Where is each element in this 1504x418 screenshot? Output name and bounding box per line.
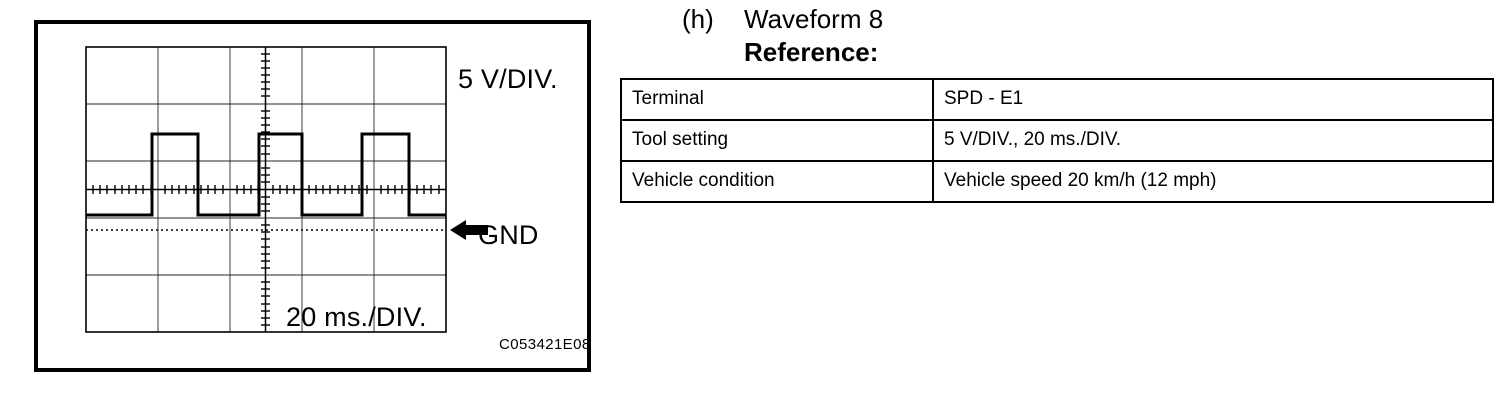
row-label-vehicle-condition: Vehicle condition xyxy=(620,160,934,203)
heading-letter: (h) xyxy=(682,4,714,34)
table-row: Tool setting 5 V/DIV., 20 ms./DIV. xyxy=(620,119,1494,162)
table-row: Terminal SPD - E1 xyxy=(620,78,1494,121)
row-label-tool-setting: Tool setting xyxy=(620,119,934,162)
time-per-division-label: 20 ms./DIV. xyxy=(286,302,427,332)
volts-per-division-label: 5 V/DIV. xyxy=(458,64,558,94)
ground-arrow-icon xyxy=(450,220,488,240)
vertical-axis-ticks xyxy=(261,53,270,326)
page-title: Waveform 8 xyxy=(744,4,884,34)
row-value-vehicle-condition: Vehicle speed 20 km/h (12 mph) xyxy=(932,160,1494,203)
ground-label: GND xyxy=(478,220,539,250)
figure-code-label: C053421E08 xyxy=(499,336,591,353)
section-heading: (h) Waveform 8 Reference: xyxy=(682,4,1462,68)
row-value-terminal: SPD - E1 xyxy=(932,78,1494,121)
table-row: Vehicle condition Vehicle speed 20 km/h … xyxy=(620,160,1494,203)
reference-section: (h) Waveform 8 Reference: Terminal SPD -… xyxy=(620,0,1494,418)
graticule-center-axes xyxy=(86,47,446,332)
reference-table: Terminal SPD - E1 Tool setting 5 V/DIV.,… xyxy=(620,78,1494,203)
heading-row: (h) Waveform 8 xyxy=(682,4,1462,35)
row-label-terminal: Terminal xyxy=(620,78,934,121)
reference-subtitle: Reference: xyxy=(744,37,879,67)
oscilloscope-graticule-svg xyxy=(85,46,488,333)
waveform-trace xyxy=(86,132,446,217)
row-value-tool-setting: 5 V/DIV., 20 ms./DIV. xyxy=(932,119,1494,162)
oscilloscope-display: 5 V/DIV. GND 20 ms./DIV. C053421E08 xyxy=(38,24,591,368)
waveform-figure-panel: 5 V/DIV. GND 20 ms./DIV. C053421E08 xyxy=(34,20,591,372)
